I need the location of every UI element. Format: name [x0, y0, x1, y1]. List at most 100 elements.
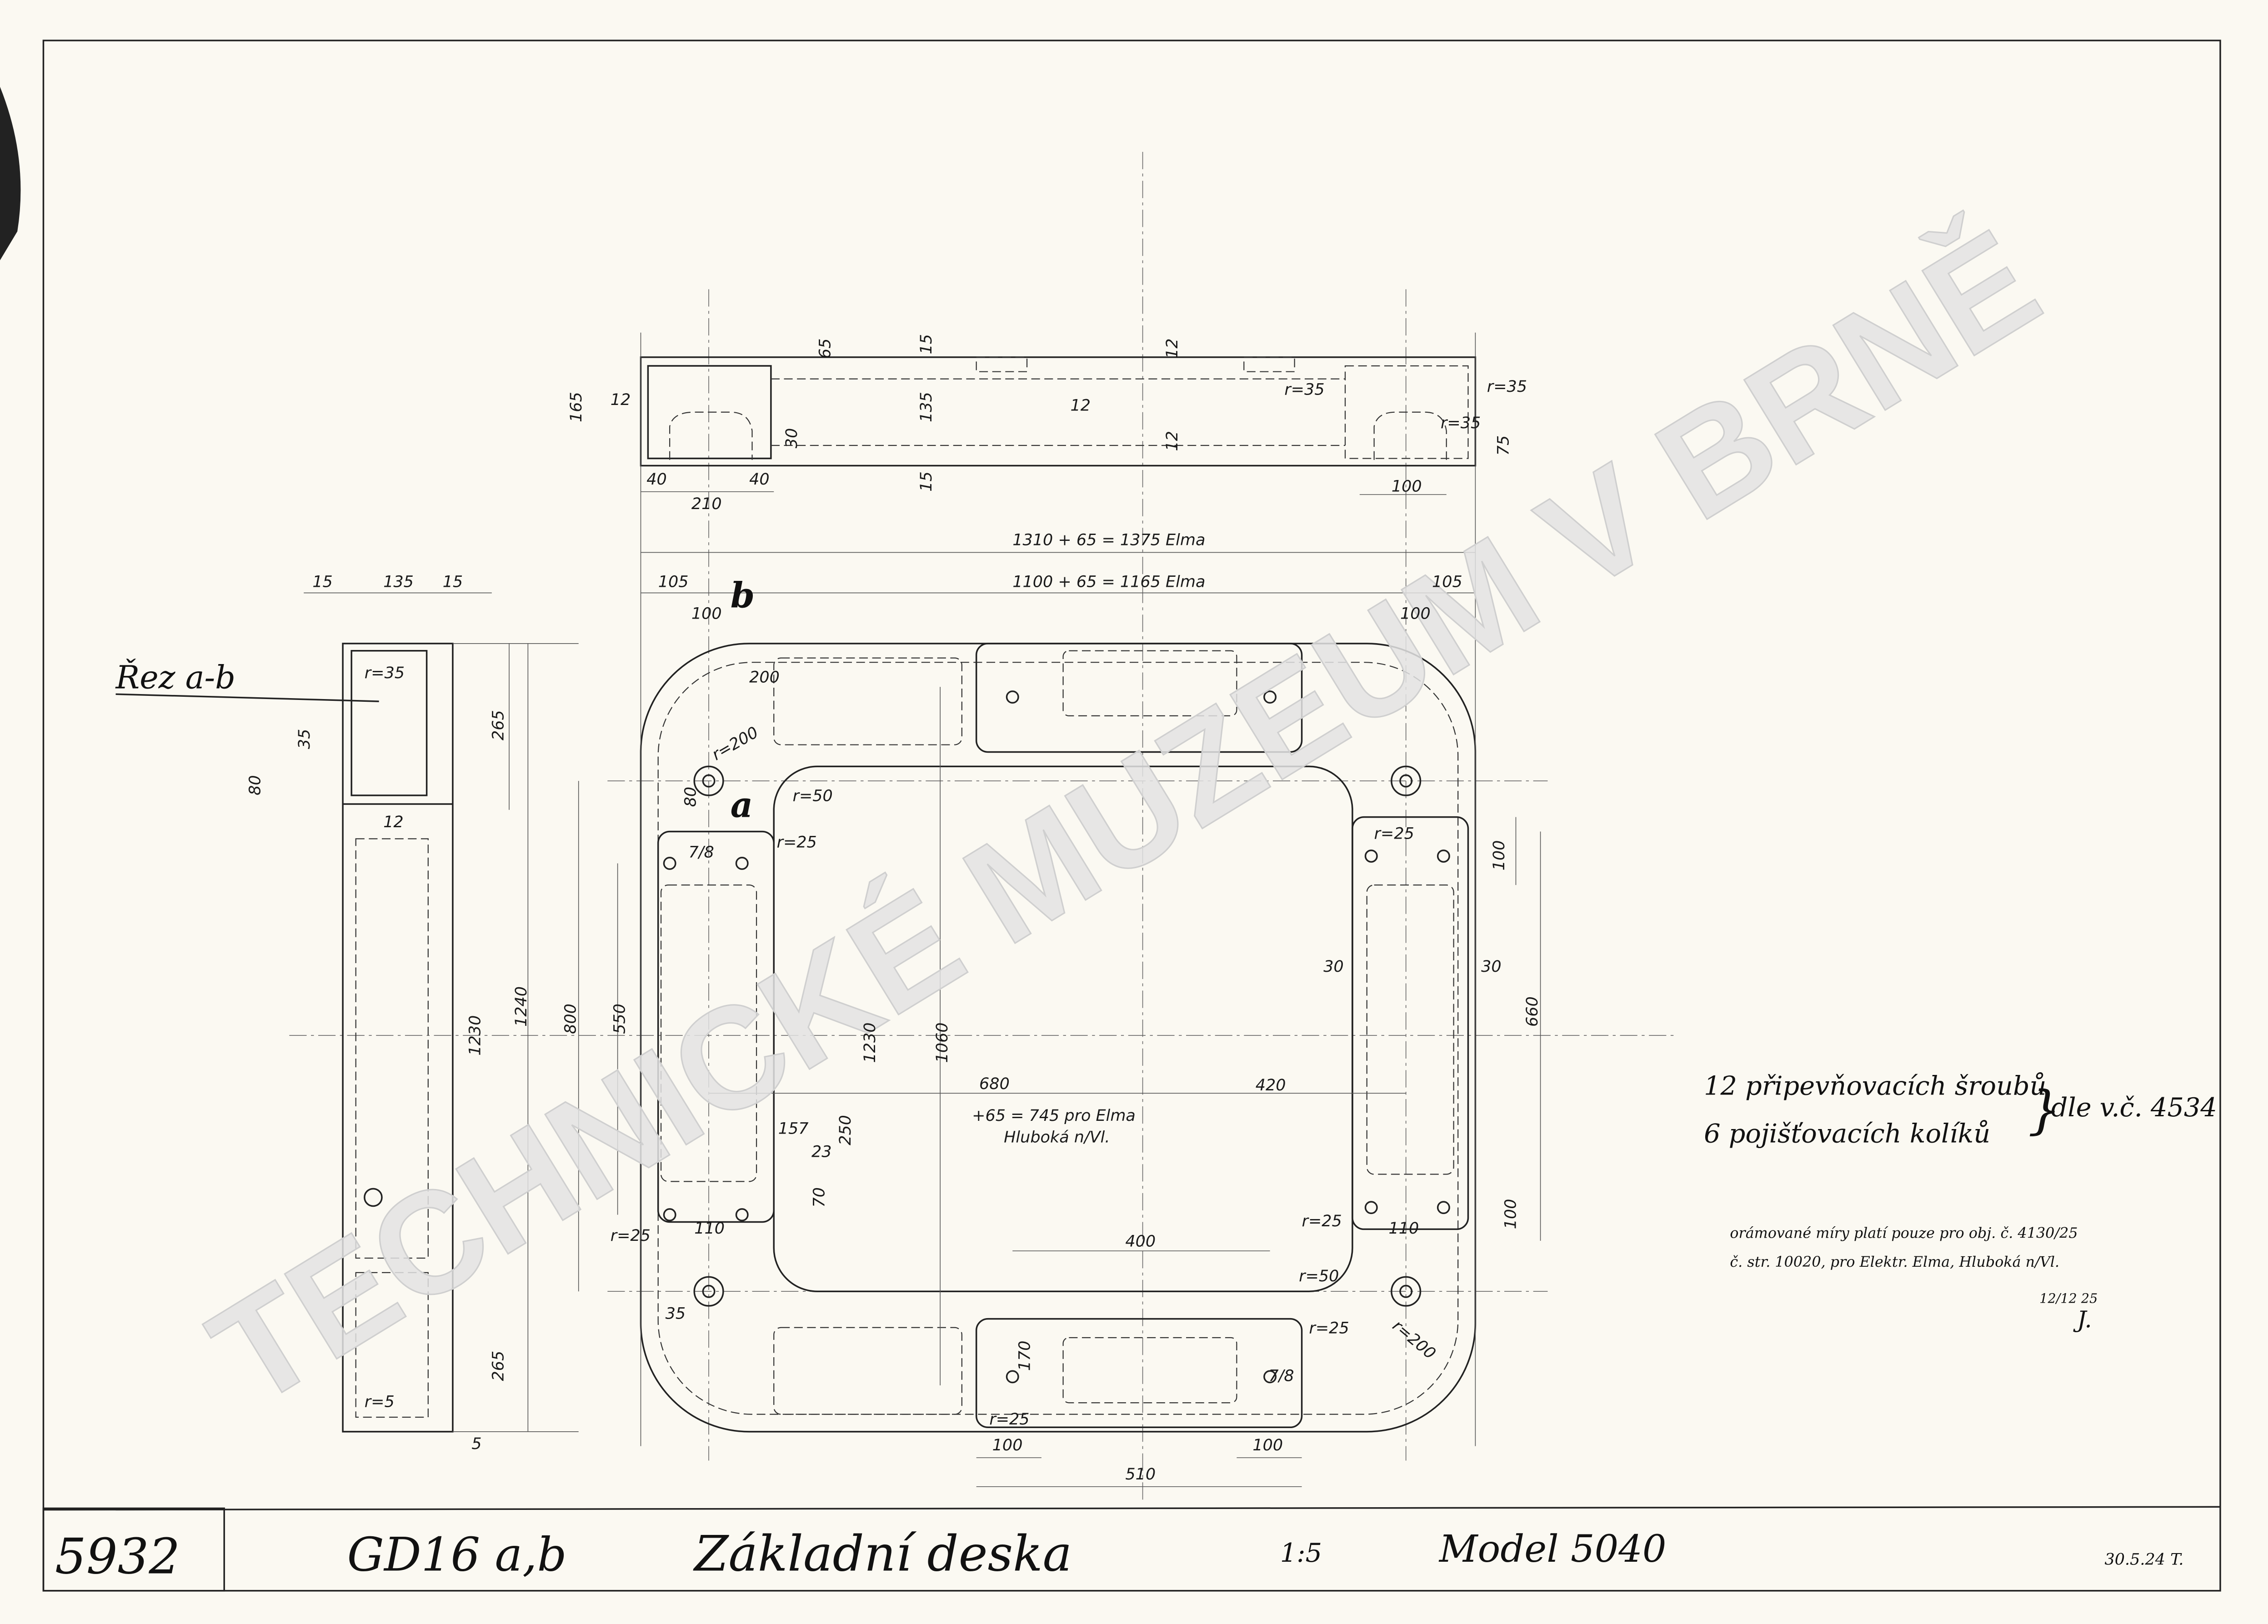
dim-label: 100 — [1392, 478, 1422, 496]
dim-label: 15 — [917, 471, 936, 492]
drawing-number: 5932 — [55, 1528, 180, 1585]
paper-border — [42, 40, 2221, 1592]
dim-label: 1230 — [466, 1015, 484, 1056]
part-number: GD16 a,b — [347, 1528, 567, 1582]
dim-label: 7/8 — [1268, 1367, 1294, 1385]
dim-label: r=200 — [709, 723, 761, 764]
dim-label: 23 — [811, 1143, 832, 1161]
dim-label: 1310 + 65 = 1375 Elma — [1012, 531, 1205, 549]
dark-edge — [0, 86, 21, 260]
top-view — [640, 356, 1477, 467]
dim-label: 800 — [561, 1004, 580, 1034]
note-pins: 6 pojišťovacích kolíků — [1704, 1119, 1990, 1149]
dim-label: 420 — [1256, 1076, 1286, 1094]
dim-label: r=25 — [777, 833, 817, 851]
dim-label: 40 — [749, 470, 770, 489]
dim-label: 1230 — [861, 1022, 879, 1063]
dim-label: r=35 — [365, 664, 405, 682]
dim-label: 265 — [489, 710, 507, 740]
section-mark-a: a — [731, 785, 753, 826]
dim-label: 105 — [658, 573, 689, 591]
note-bolts: 12 připevňovacích šroubů — [1704, 1071, 2046, 1101]
date: 30.5.24 T. — [2104, 1551, 2183, 1569]
drawing-number-box — [42, 1507, 225, 1592]
remark-line2: č. str. 10020, pro Elektr. Elma, Hluboká… — [1730, 1253, 2059, 1270]
dim-label: 30 — [783, 428, 801, 449]
dim-label: 40 — [646, 470, 667, 489]
dim-label: r=35 — [1441, 414, 1481, 432]
centre-lines — [289, 152, 1678, 1504]
dim-label: 12 — [1163, 431, 1182, 451]
dim-label: 250 — [836, 1115, 855, 1145]
dim-label: 265 — [489, 1351, 507, 1381]
dim-label: 100 — [691, 605, 722, 623]
part-name: Základní deska — [693, 1525, 1072, 1582]
dim-label: 550 — [611, 1004, 629, 1034]
note-reference: dle v.č. 4534 — [2051, 1092, 2217, 1123]
dim-label: r=25 — [611, 1227, 651, 1245]
dim-label: r=35 — [1487, 378, 1527, 396]
remark-line1: orámované míry platí pouze pro obj. č. 4… — [1730, 1224, 2078, 1241]
dim-label: 165 — [567, 392, 586, 422]
dim-label: r=5 — [365, 1393, 395, 1411]
dim-label: 65 — [816, 339, 834, 359]
dim-label: 1100 + 65 = 1165 Elma — [1012, 573, 1205, 591]
dim-label: 110 — [694, 1219, 725, 1238]
dim-label: 510 — [1125, 1465, 1156, 1484]
dim-label: r=50 — [793, 787, 833, 805]
dim-label: 75 — [1495, 435, 1513, 456]
dim-label: 12 — [383, 813, 404, 831]
scale: 1:5 — [1280, 1538, 1322, 1568]
dim-label: 200 — [749, 669, 780, 687]
dim-label: r=25 — [1302, 1212, 1342, 1230]
dim-label: 680 — [979, 1075, 1010, 1093]
dim-label: r=50 — [1299, 1267, 1339, 1285]
dim-label: 80 — [681, 787, 700, 807]
dimension-lines — [304, 332, 1541, 1487]
dim-label: +65 = 745 pro Elma — [972, 1107, 1136, 1125]
dim-label: 35 — [666, 1305, 686, 1323]
dim-label: r=25 — [1374, 824, 1414, 843]
dim-label: Hluboká n/Vl. — [1004, 1129, 1110, 1147]
dim-label: 12 — [1071, 397, 1091, 415]
section-label: Řez a-b — [115, 659, 235, 696]
dim-label: 15 — [917, 334, 936, 355]
section-mark-b: b — [731, 575, 755, 616]
notes: 12 připevňovacích šroubů 6 pojišťovacích… — [1704, 1071, 2217, 1334]
dim-label: 157 — [778, 1119, 809, 1138]
dim-label: 100 — [1502, 1199, 1520, 1229]
dim-label: 15 — [443, 573, 463, 591]
dim-label: 30 — [1481, 958, 1502, 976]
dim-label: r=25 — [1309, 1319, 1349, 1337]
dim-label: 1060 — [933, 1022, 951, 1063]
dim-label: r=35 — [1284, 381, 1324, 399]
dim-label: 12 — [1163, 339, 1182, 359]
model: Model 5040 — [1438, 1527, 1667, 1571]
dim-label: 660 — [1523, 996, 1542, 1027]
dim-label: 110 — [1388, 1219, 1419, 1238]
dim-label: 210 — [691, 495, 722, 513]
dim-label: 400 — [1125, 1233, 1156, 1251]
dim-label: 70 — [811, 1187, 829, 1208]
dim-label: 100 — [1400, 605, 1431, 623]
dim-label: r=25 — [989, 1410, 1029, 1429]
dim-label: 80 — [246, 775, 265, 795]
dim-label: 135 — [917, 392, 936, 422]
dim-label: 135 — [383, 573, 414, 591]
dim-label: 105 — [1432, 573, 1462, 591]
remark-date: 12/12 25 — [2039, 1291, 2098, 1306]
remark-signature: J. — [2073, 1307, 2092, 1334]
section-leader — [115, 693, 379, 702]
dim-label: 170 — [1016, 1340, 1034, 1371]
dim-label: r=200 — [1389, 1317, 1439, 1363]
dim-label: 12 — [611, 391, 631, 409]
dim-label: 7/8 — [689, 844, 714, 862]
dim-label: 15 — [312, 573, 333, 591]
base-plate — [640, 643, 1477, 1433]
note-brace: } — [2028, 1080, 2061, 1141]
dim-label: 100 — [1252, 1436, 1283, 1454]
dim-label: 1240 — [512, 986, 531, 1027]
dim-label: 100 — [992, 1436, 1023, 1454]
side-view — [342, 643, 454, 1433]
